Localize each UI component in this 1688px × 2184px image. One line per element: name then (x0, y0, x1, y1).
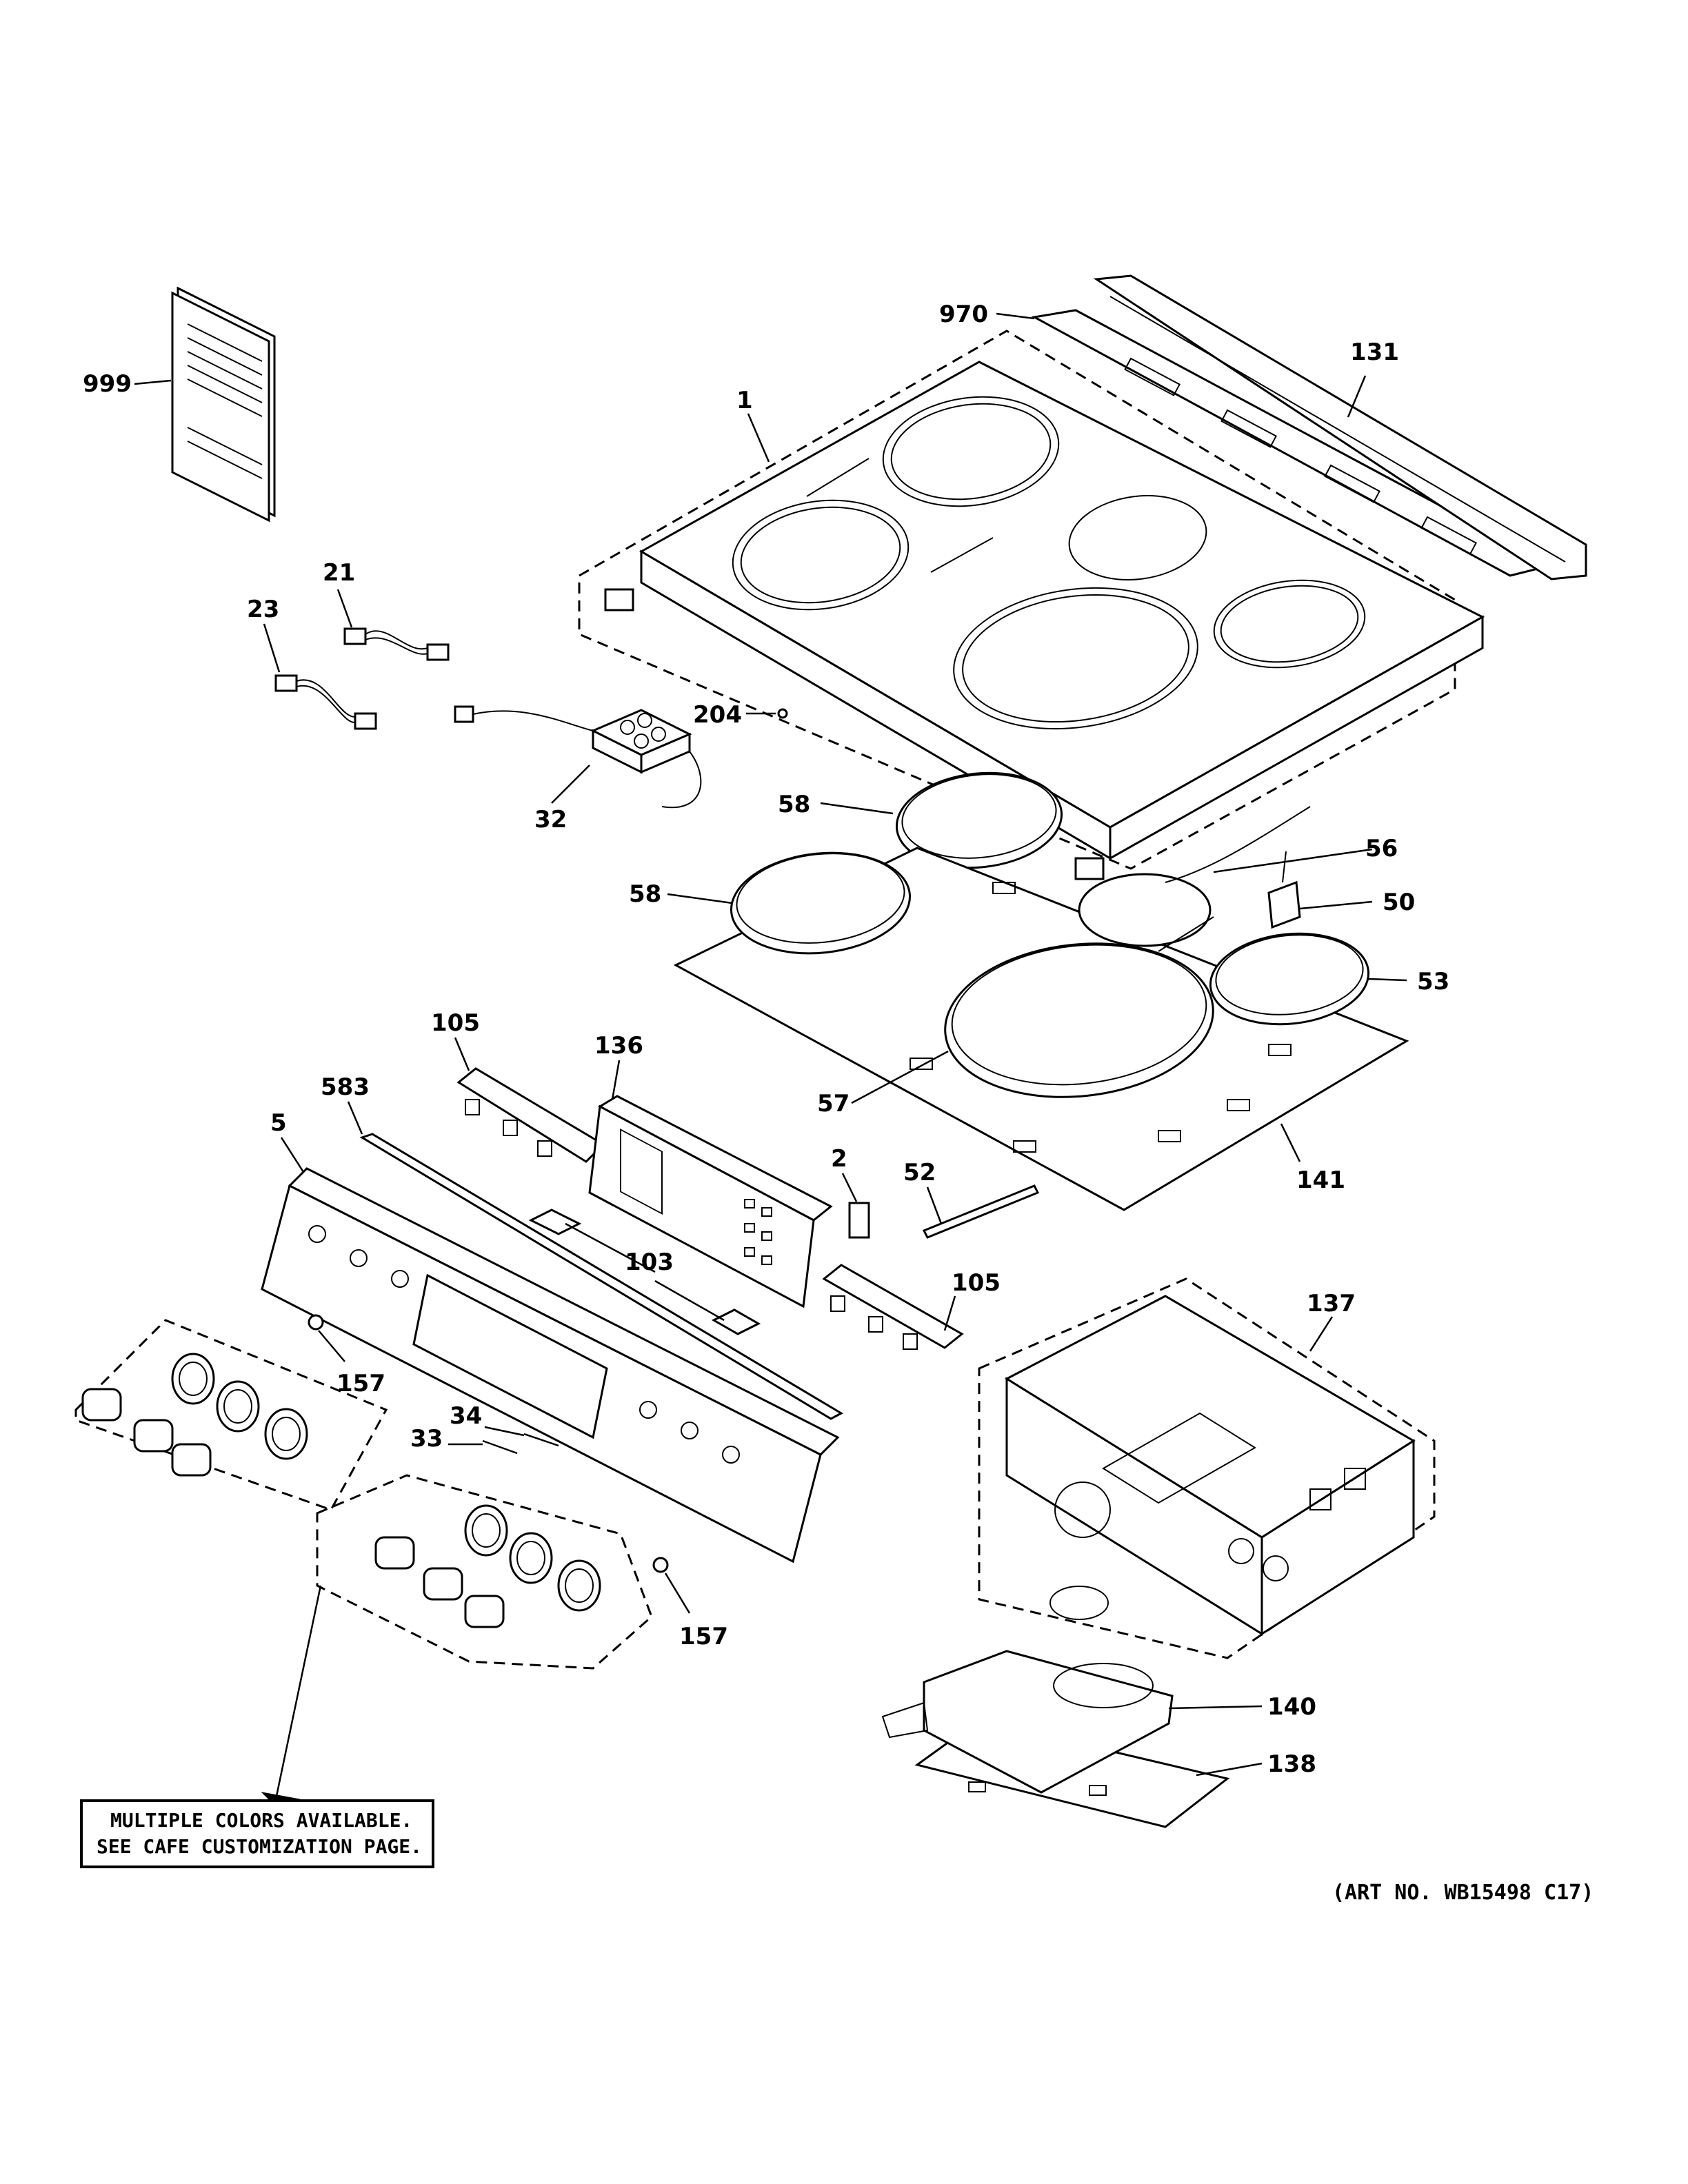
part-105-control-board-upper (456, 1067, 605, 1163)
part-53-burner-right (1209, 932, 1370, 1026)
callout-105-upper: 105 (431, 1009, 480, 1037)
part-5-control-panel (261, 1167, 840, 1564)
part-157-nut-upper (308, 1314, 324, 1331)
part-137-generator-module (978, 1277, 1436, 1659)
callout-56: 56 (1365, 835, 1398, 862)
callout-5: 5 (270, 1109, 287, 1137)
part-2-sensor (848, 1202, 870, 1239)
art-number: (ART NO. WB15498 C17) (1332, 1881, 1594, 1905)
part-32-terminal-block (454, 705, 702, 809)
part-105-control-board-lower (822, 1264, 964, 1350)
callout-583: 583 (321, 1073, 370, 1101)
callout-52: 52 (903, 1159, 936, 1186)
callout-2: 2 (831, 1145, 847, 1173)
callout-157-lower: 157 (679, 1623, 728, 1650)
part-131-back-trim (1093, 274, 1587, 580)
callout-50: 50 (1383, 889, 1415, 916)
part-204-screw (777, 708, 788, 719)
callout-141: 141 (1296, 1166, 1345, 1194)
part-999-literature (171, 286, 276, 523)
leader-lines (134, 312, 1407, 1777)
part-52-bar (922, 1184, 1040, 1239)
callout-34: 34 (450, 1402, 482, 1430)
knob-group-upper (74, 1319, 388, 1511)
part-58-burner-rear (895, 771, 1063, 869)
part-56-sensor-wire (1078, 806, 1311, 952)
part-136-touch-display (588, 1095, 833, 1308)
callout-138: 138 (1267, 1750, 1316, 1778)
callout-137: 137 (1307, 1290, 1356, 1317)
notice-pointer (261, 1585, 322, 1807)
callout-999: 999 (83, 370, 132, 398)
part-23-harness (274, 674, 377, 730)
part-33-screw (482, 1439, 518, 1455)
callout-53: 53 (1417, 968, 1449, 995)
part-58-burner-left (730, 851, 912, 955)
callout-131: 131 (1350, 338, 1399, 366)
callout-204: 204 (693, 701, 742, 729)
callout-105-lower: 105 (952, 1269, 1001, 1297)
notice-line-2: SEE CAFE CUSTOMIZATION PAGE. (97, 1835, 422, 1858)
part-103-bracket-left (528, 1209, 582, 1235)
part-1-cooktop (578, 330, 1485, 880)
callout-136: 136 (594, 1032, 643, 1060)
callout-58-left: 58 (629, 880, 661, 908)
callout-labels: 999 970 131 1 21 23 204 32 58 58 56 50 5… (83, 301, 1449, 1778)
part-21-harness (343, 627, 450, 661)
callout-32: 32 (534, 806, 567, 833)
callout-1: 1 (736, 387, 753, 414)
callout-157-upper: 157 (336, 1370, 385, 1397)
notice-line-1: MULTIPLE COLORS AVAILABLE. (110, 1809, 412, 1832)
callout-970: 970 (939, 301, 988, 328)
part-583-trim-strip (359, 1133, 844, 1420)
part-57-burner-large (944, 942, 1214, 1098)
part-157-nut-lower (652, 1557, 669, 1573)
part-140-air-duct (881, 1650, 1174, 1794)
callout-103: 103 (625, 1248, 674, 1276)
callout-33: 33 (410, 1425, 443, 1453)
callout-58-rear: 58 (778, 791, 810, 818)
callout-23: 23 (247, 596, 279, 623)
part-34-screw (523, 1433, 559, 1447)
part-50-bracket (1267, 851, 1301, 929)
callout-57: 57 (817, 1090, 850, 1118)
callout-140: 140 (1267, 1693, 1316, 1721)
part-103-bracket-right (711, 1308, 761, 1335)
color-options-notice: MULTIPLE COLORS AVAILABLE. SEE CAFE CUST… (80, 1799, 434, 1868)
knob-group-lower (316, 1474, 653, 1670)
callout-21: 21 (323, 559, 355, 587)
